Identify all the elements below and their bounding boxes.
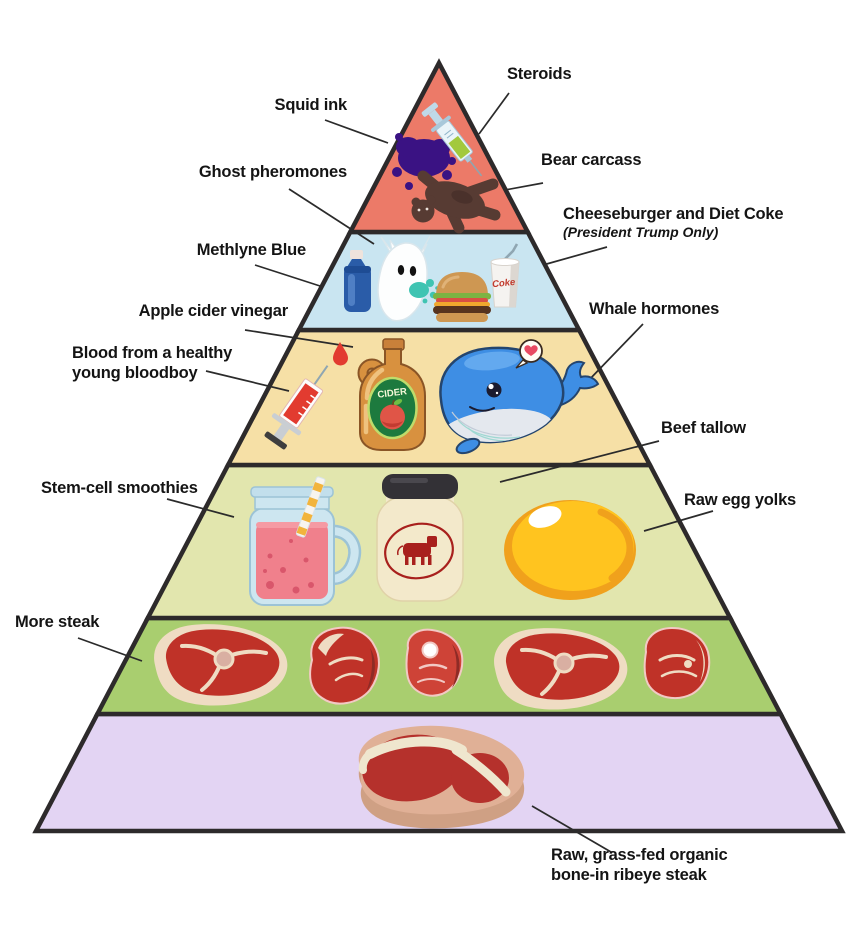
- label-methlyne-blue: Methlyne Blue: [196, 241, 306, 259]
- squid-ink-icon: [392, 133, 456, 195]
- label-squid-ink: Squid ink: [274, 96, 348, 114]
- label-more-steak: More steak: [15, 613, 100, 631]
- steak-3-icon: [405, 628, 464, 697]
- tbone-steak-icon: [358, 725, 525, 829]
- steak-1-icon: [154, 624, 288, 706]
- steak-2-icon: [309, 626, 380, 705]
- egg-yolk-icon: [504, 500, 636, 600]
- tallow-jar-icon: [376, 474, 464, 602]
- leader-line-ribeye: [531, 805, 612, 853]
- leader-line-bear-carcass: [504, 182, 544, 191]
- steak-4-icon: [494, 628, 628, 710]
- whale-icon: [439, 339, 600, 455]
- cider-bottle-icon: CIDER: [357, 338, 426, 451]
- steroid-syringe-icon: [421, 102, 483, 177]
- leader-line-whale-hormones: [587, 323, 644, 382]
- leader-line-ghost-pheromones: [288, 188, 375, 245]
- leader-line-beef-tallow: [499, 440, 660, 483]
- coke-logo-text: Coke: [492, 277, 517, 290]
- label-cheeseburger: Cheeseburger and Diet Coke (President Tr…: [563, 205, 784, 241]
- blood-drop-icon: [333, 342, 348, 366]
- heart-bubble-icon: [515, 339, 543, 369]
- blood-syringe-icon: [264, 365, 329, 450]
- label-bloodboy: Blood from a healthy young bloodboy: [72, 344, 233, 383]
- straw: [295, 476, 326, 538]
- label-steroids: Steroids: [507, 65, 572, 83]
- label-ghost-pheromones: Ghost pheromones: [198, 163, 347, 181]
- leader-line-squid-ink: [324, 119, 389, 144]
- leader-line-methlyne-blue: [254, 264, 321, 287]
- smoothie-jar-icon: [249, 476, 362, 606]
- label-bear-carcass: Bear carcass: [541, 151, 642, 169]
- label-whale-hormones: Whale hormones: [589, 300, 720, 318]
- leader-line-more-steak: [77, 637, 143, 662]
- leader-line-stem-cell: [166, 498, 235, 518]
- cheeseburger-icon: [433, 272, 491, 322]
- leader-line-bloodboy: [205, 370, 290, 392]
- label-stem-cell-smoothies: Stem-cell smoothies: [41, 479, 198, 497]
- label-raw-egg-yolks: Raw egg yolks: [684, 491, 797, 509]
- cider-label-text: CIDER: [377, 386, 408, 401]
- leader-line-steroids: [478, 92, 510, 135]
- label-ribeye: Raw, grass-fed organic bone-in ribeye st…: [551, 846, 728, 885]
- leader-line-raw-egg: [643, 510, 714, 532]
- leader-lines: [77, 92, 714, 853]
- steak-5-icon: [643, 626, 711, 700]
- diet-coke-cup-icon: Coke: [490, 243, 520, 308]
- ghost-icon: [377, 235, 439, 322]
- label-apple-cider-vinegar: Apple cider vinegar: [138, 302, 289, 320]
- leader-line-apple-cider: [244, 329, 354, 348]
- pyramid-tiers: [32, 58, 846, 834]
- label-beef-tallow: Beef tallow: [661, 419, 746, 437]
- methylene-blue-bottle-icon: [344, 250, 371, 312]
- cow-logo: [397, 536, 437, 565]
- leader-line-cheeseburger: [542, 246, 608, 266]
- bear-carcass-icon: [411, 170, 501, 234]
